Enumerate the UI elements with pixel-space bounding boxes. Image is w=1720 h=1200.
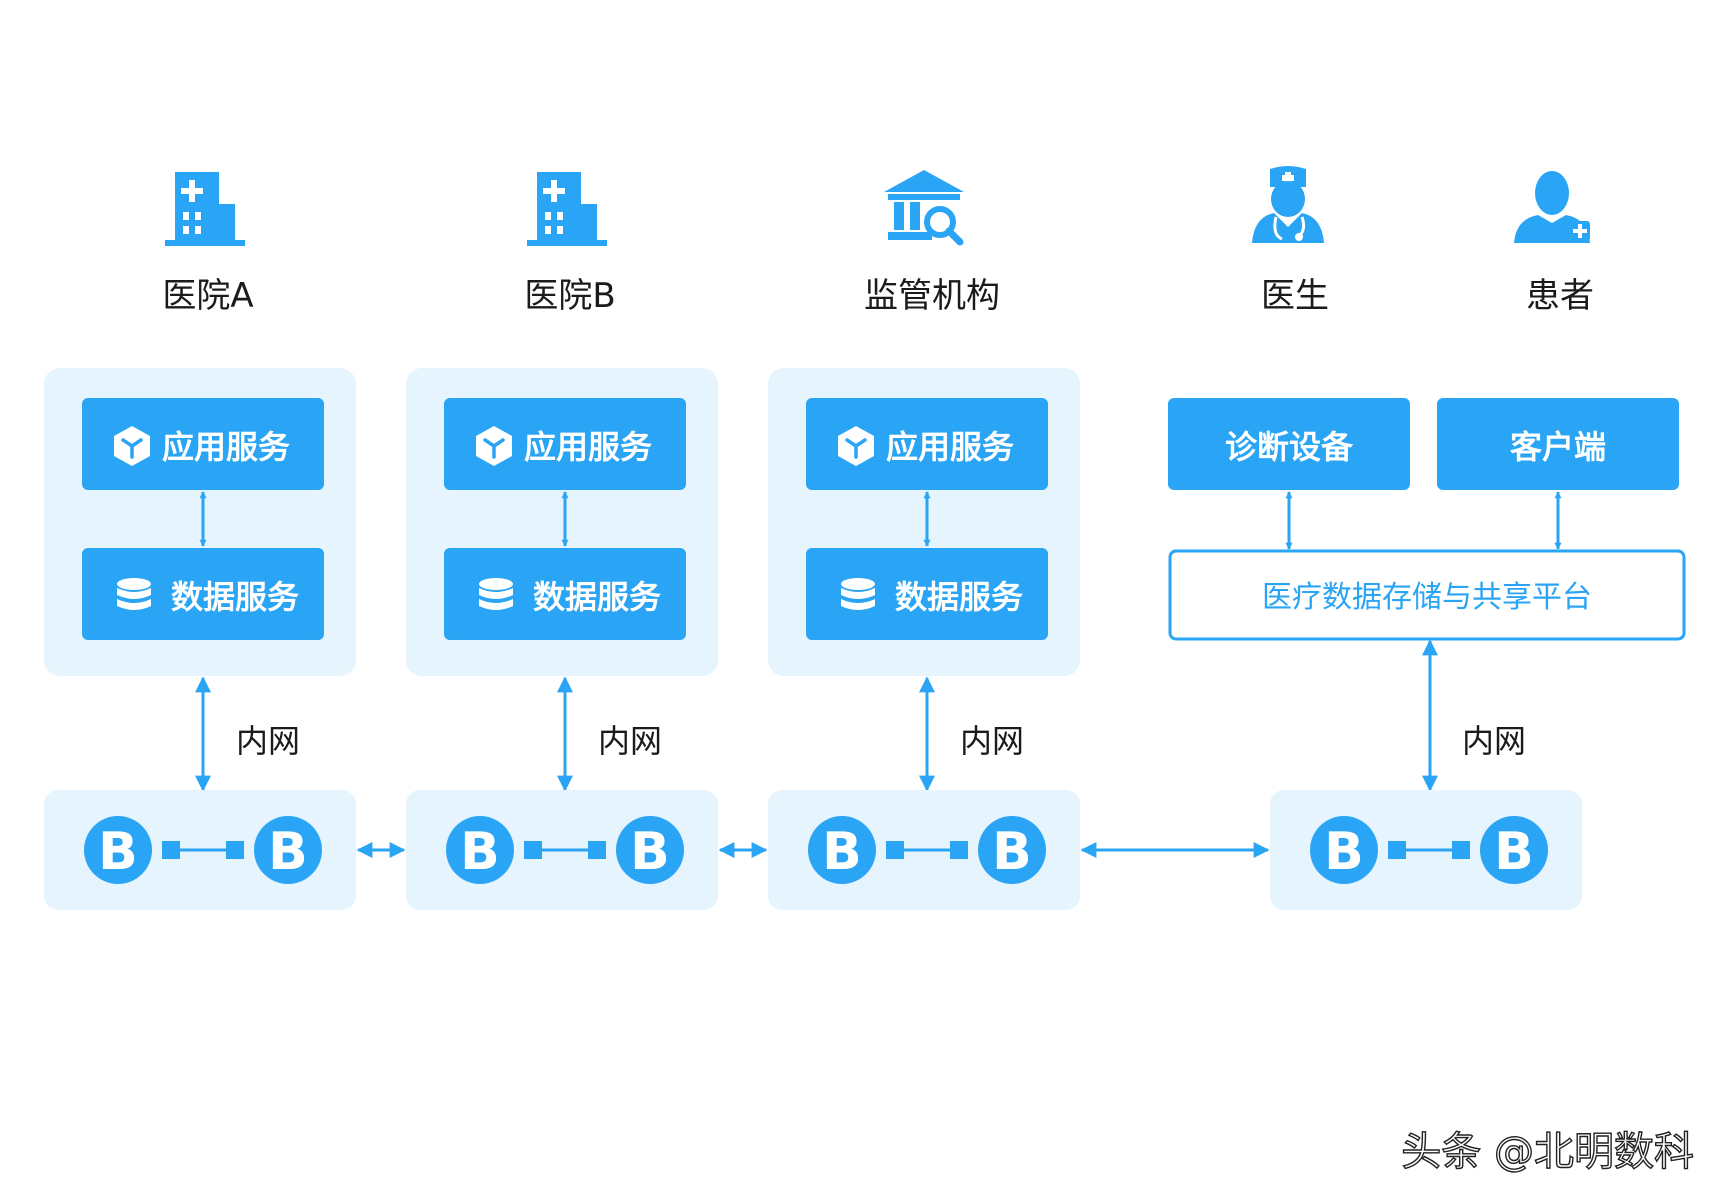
data-service-label: 数据服务 (895, 578, 1023, 616)
app-service-label: 应用服务 (886, 428, 1014, 466)
blockchain-node-pair: B B (1310, 816, 1548, 884)
blockchain-node-icon (84, 816, 152, 884)
link-square (226, 841, 244, 859)
blockchain-node-pair: B B (808, 816, 1046, 884)
app-service-box[interactable] (806, 398, 1048, 490)
blockchain-node-icon (808, 816, 876, 884)
data-service-box[interactable] (82, 548, 324, 640)
blockchain-node-icon (616, 816, 684, 884)
intranet-label: 内网 (598, 722, 662, 760)
entity-label-regulator: 监管机构 (864, 276, 1000, 316)
app-service-box[interactable] (444, 398, 686, 490)
node-letter: B (268, 822, 308, 882)
blockchain-node-icon (446, 816, 514, 884)
diagnostic-device-label: 诊断设备 (1225, 428, 1354, 466)
link-square (524, 841, 542, 859)
link-square (950, 841, 968, 859)
watermark: 头条 @北明数科 (1401, 1129, 1694, 1175)
database-icon (479, 578, 513, 610)
patient-icon (1514, 171, 1590, 243)
hospital-icon (527, 172, 607, 246)
regulator-building-icon (884, 170, 964, 242)
blockchain-node-icon (1480, 816, 1548, 884)
data-service-label: 数据服务 (533, 578, 661, 616)
entity-label-hospital-b: 医院B (524, 276, 615, 316)
database-icon (117, 578, 151, 610)
node-letter: B (1494, 822, 1534, 882)
blockchain-node-icon (1310, 816, 1378, 884)
link-square (1388, 841, 1406, 859)
blockchain-node-pair: B B (446, 816, 684, 884)
app-service-box[interactable] (82, 398, 324, 490)
client-box[interactable] (1437, 398, 1679, 490)
data-service-box[interactable] (444, 548, 686, 640)
hospital-icon (165, 172, 245, 246)
link-square (588, 841, 606, 859)
client-label: 客户端 (1510, 428, 1606, 466)
diagnostic-device-box[interactable] (1168, 398, 1410, 490)
entity-label-hospital-a: 医院A (162, 276, 253, 316)
intranet-label: 内网 (236, 722, 300, 760)
intranet-label: 内网 (960, 722, 1024, 760)
blockchain-node-pair: B B (84, 816, 322, 884)
app-service-label: 应用服务 (162, 428, 290, 466)
data-service-label: 数据服务 (171, 578, 299, 616)
database-icon (841, 578, 875, 610)
node-letter: B (630, 822, 670, 882)
entity-label-doctor: 医生 (1261, 276, 1329, 316)
node-letter: B (822, 822, 862, 882)
entity-label-patient: 患者 (1526, 276, 1594, 316)
doctor-icon (1250, 164, 1326, 245)
link-square (886, 841, 904, 859)
link-square (162, 841, 180, 859)
app-service-label: 应用服务 (524, 428, 652, 466)
blockchain-node-icon (254, 816, 322, 884)
link-square (1452, 841, 1470, 859)
data-platform-box[interactable] (1168, 549, 1686, 641)
data-platform-label: 医疗数据存储与共享平台 (1262, 580, 1592, 615)
node-letter: B (98, 822, 138, 882)
node-letter: B (1324, 822, 1364, 882)
blockchain-node-icon (978, 816, 1046, 884)
data-service-box[interactable] (806, 548, 1048, 640)
intranet-label: 内网 (1462, 722, 1526, 760)
node-letter: B (992, 822, 1032, 882)
node-letter: B (460, 822, 500, 882)
